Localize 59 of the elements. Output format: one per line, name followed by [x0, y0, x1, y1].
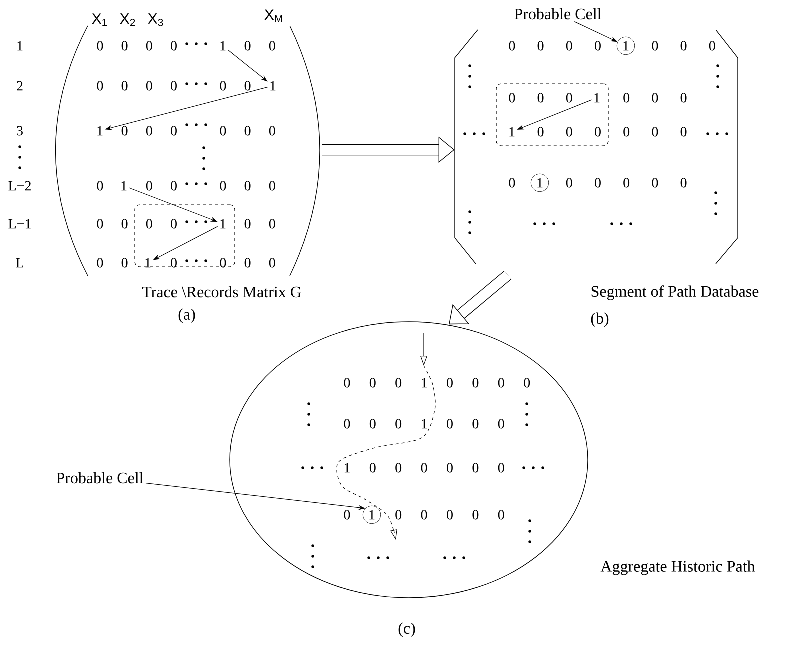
matrix-entries: 0 [171, 258, 177, 268]
block-arrow [449, 270, 512, 325]
matrix-entry: 1 [98, 126, 103, 136]
matrix-entries: 0 0 0 1 0 0 0 0 [344, 378, 530, 388]
matrix-entries: 0 0 0 [624, 127, 687, 137]
matrix-entries: 0 0 [146, 219, 177, 229]
matrix-entry: 1 [122, 181, 127, 191]
callout-text: Probable Cell [514, 8, 602, 20]
matrix-entries: 0 0 0 0 0 [566, 178, 687, 188]
matrix-entries: 0 [220, 258, 226, 268]
panel-label: (a) [178, 308, 196, 324]
row-label: 1 [18, 41, 23, 51]
matrix-entry: 1 [594, 93, 600, 103]
panel-label: (b) [591, 312, 609, 328]
matrix-entries: 0 0 [97, 219, 128, 229]
circled-entry: 1 [616, 36, 636, 56]
panel-title: Segment of Path Database [592, 286, 759, 300]
matrix-entries: 0 0 0 0 0 [396, 510, 504, 520]
column-header: X$_{M}$ [264, 10, 282, 22]
matrix-entry: 1 [146, 258, 151, 268]
column-header: X$_{1}$ [92, 14, 108, 26]
panel-label: (c) [398, 622, 416, 638]
panel-title: Aggregate Historic Path [600, 560, 756, 576]
panel-title: Trace \Records Matrix G [142, 286, 302, 298]
matrix-entries: 0 0 0 [652, 41, 716, 51]
matrix-entries: 0 0 0 [220, 126, 276, 136]
matrix-entries: 0 0 0 [624, 93, 687, 103]
matrix-entries: 1 0 0 0 0 0 0 [344, 463, 504, 473]
row-label: L−1 [8, 219, 31, 229]
matrix-entries: 0 0 0 [538, 127, 601, 137]
circled-entry: 1 [362, 506, 382, 524]
matrix-entry: 1 [510, 127, 515, 137]
matrix-entries: 0 0 0 0 [97, 41, 177, 51]
matrix-entries: 0 [509, 178, 516, 188]
matrix-entries: 0 0 [244, 41, 276, 51]
matrix-entries: 0 0 0 0 [97, 81, 177, 91]
matrix-entries: 0 [344, 510, 350, 520]
column-header: X$_{3}$ [148, 14, 164, 26]
matrix-entries: 0 0 [244, 219, 276, 229]
row-label: 2 [17, 81, 23, 91]
matrix-entries: 0 0 [220, 81, 251, 91]
matrix-entries: 0 0 0 0 [509, 41, 601, 51]
matrix-entry: 1 [220, 41, 226, 51]
matrix-entries: 0 0 0 [122, 126, 177, 136]
column-header: X$_{2}$ [120, 14, 136, 26]
matrix-entries: 0 0 [146, 181, 177, 191]
circled-entry: 1 [530, 174, 550, 192]
row-label: L [16, 258, 24, 268]
callout-text: Probable Cell [56, 472, 144, 484]
matrix-entries: 0 0 0 1 0 0 0 [344, 419, 504, 429]
row-label: L−2 [8, 181, 31, 191]
matrix-entry: 1 [270, 81, 276, 91]
matrix-entries: 0 0 0 [220, 181, 276, 191]
row-label: 3 [17, 126, 23, 136]
matrix-entries: 0 0 0 [509, 93, 572, 103]
matrix-entry: 1 [220, 219, 226, 229]
matrix-entries: 0 0 [244, 258, 276, 268]
matrix-entries: 0 0 [97, 258, 128, 268]
matrix-entries: 0 [97, 181, 104, 191]
